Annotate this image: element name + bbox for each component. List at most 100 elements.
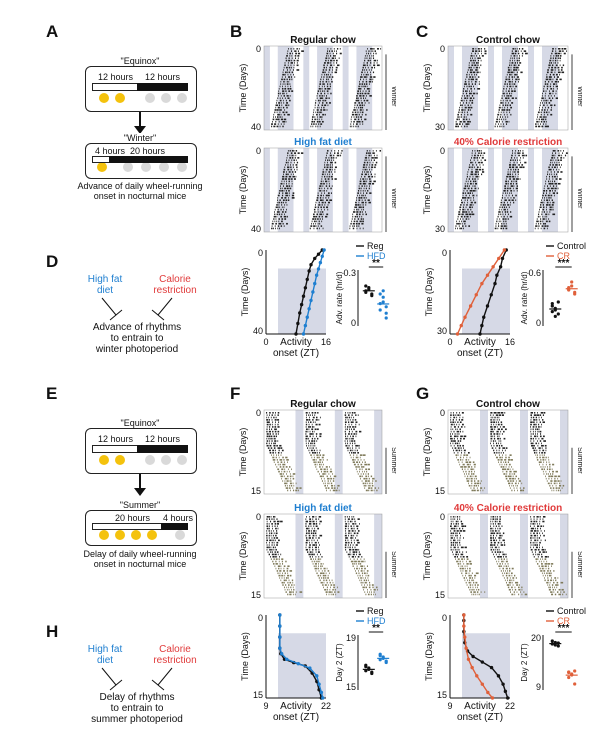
activity-bar <box>533 435 537 438</box>
activity-bar <box>466 204 468 206</box>
activity-bar <box>502 426 505 428</box>
activity-bar <box>550 577 552 579</box>
activity-bar <box>361 106 364 109</box>
activity-bar <box>467 113 469 116</box>
activity-bar <box>359 123 361 125</box>
activity-bar <box>523 591 525 593</box>
activity-bar <box>480 154 482 157</box>
activity-bar <box>315 516 317 518</box>
activity-bar <box>479 164 481 166</box>
activity-bar <box>276 551 279 553</box>
activity-bar <box>548 574 551 577</box>
actogram-frame <box>447 147 569 233</box>
activity-bar <box>540 102 542 104</box>
activity-bar <box>537 539 539 542</box>
activity-bar <box>319 80 321 83</box>
activity-bar <box>365 152 368 154</box>
activity-bar <box>550 95 552 97</box>
activity-bar <box>357 90 360 92</box>
activity-bar <box>558 152 560 154</box>
activity-bar <box>291 157 294 159</box>
activity-bar <box>320 180 322 183</box>
panel-letter-e: E <box>46 384 58 403</box>
activity-bar <box>543 116 545 118</box>
activity-bar <box>359 456 361 459</box>
activity-bar <box>542 419 544 421</box>
activity-bar <box>468 581 471 584</box>
tick-label: 0 <box>440 408 445 418</box>
activity-bar <box>469 463 471 466</box>
activity-bar <box>344 414 347 416</box>
activity-bar <box>542 220 544 223</box>
activity-bar <box>363 78 365 81</box>
activity-bar <box>328 591 331 593</box>
activity-bar <box>477 159 479 162</box>
activity-bar <box>358 567 360 570</box>
activity-bar <box>364 71 366 74</box>
activity-bar <box>508 88 510 90</box>
activity-bar <box>360 563 362 565</box>
activity-bar <box>547 225 549 227</box>
activity-bar <box>554 52 558 55</box>
activity-bar <box>369 591 371 593</box>
dark-bar <box>137 445 188 453</box>
activity-bar <box>275 120 277 123</box>
activity-bar <box>346 516 348 518</box>
activity-bar <box>350 553 352 556</box>
activity-bar <box>511 484 513 487</box>
activity-bar <box>361 480 363 482</box>
activity-bar <box>271 435 273 438</box>
data-point <box>322 248 326 252</box>
activity-bar <box>308 423 310 426</box>
activity-bar <box>361 120 364 123</box>
activity-bar <box>278 567 280 570</box>
activity-bar <box>339 48 341 50</box>
activity-bar <box>543 227 546 230</box>
activity-bar <box>498 208 500 211</box>
activity-bar <box>280 95 282 97</box>
activity-bar <box>450 442 451 445</box>
activity-bar <box>516 57 518 60</box>
activity-bar <box>325 102 328 104</box>
activity-bar <box>473 55 475 57</box>
activity-bar <box>450 426 452 428</box>
activity-bar <box>314 444 316 447</box>
activity-bar <box>452 534 454 537</box>
activity-bar <box>362 227 364 230</box>
activity-bar <box>477 64 479 67</box>
activity-bar <box>496 563 498 565</box>
activity-bar <box>498 111 500 114</box>
activity-bar <box>362 204 364 206</box>
activity-bar <box>367 173 369 176</box>
activity-bar <box>512 477 515 480</box>
activity-bar <box>541 211 543 213</box>
activity-bar <box>318 518 320 520</box>
activity-bar <box>282 106 285 109</box>
activity-bar <box>366 64 368 67</box>
activity-bar <box>353 123 355 125</box>
activity-bar <box>463 537 464 539</box>
activity-bar <box>276 525 278 528</box>
activity-bar <box>475 78 478 81</box>
activity-bar <box>369 584 371 586</box>
activity-bar <box>316 116 318 118</box>
activity-bar <box>510 71 513 74</box>
activity-bar <box>355 444 358 447</box>
activity-bar <box>516 73 518 76</box>
activity-bar <box>273 442 275 445</box>
activity-bar <box>505 182 508 185</box>
activity-bar <box>474 577 476 579</box>
activity-bar <box>467 69 469 71</box>
activity-bar <box>458 433 460 435</box>
activity-bar <box>278 574 281 577</box>
activity-bar <box>337 484 340 487</box>
activity-bar <box>318 423 321 426</box>
activity-bar <box>453 430 455 433</box>
model-text: restriction <box>153 285 197 296</box>
activity-bar <box>364 487 366 489</box>
activity-bar <box>541 468 544 471</box>
activity-bar <box>326 152 328 154</box>
activity-bar <box>315 548 317 551</box>
